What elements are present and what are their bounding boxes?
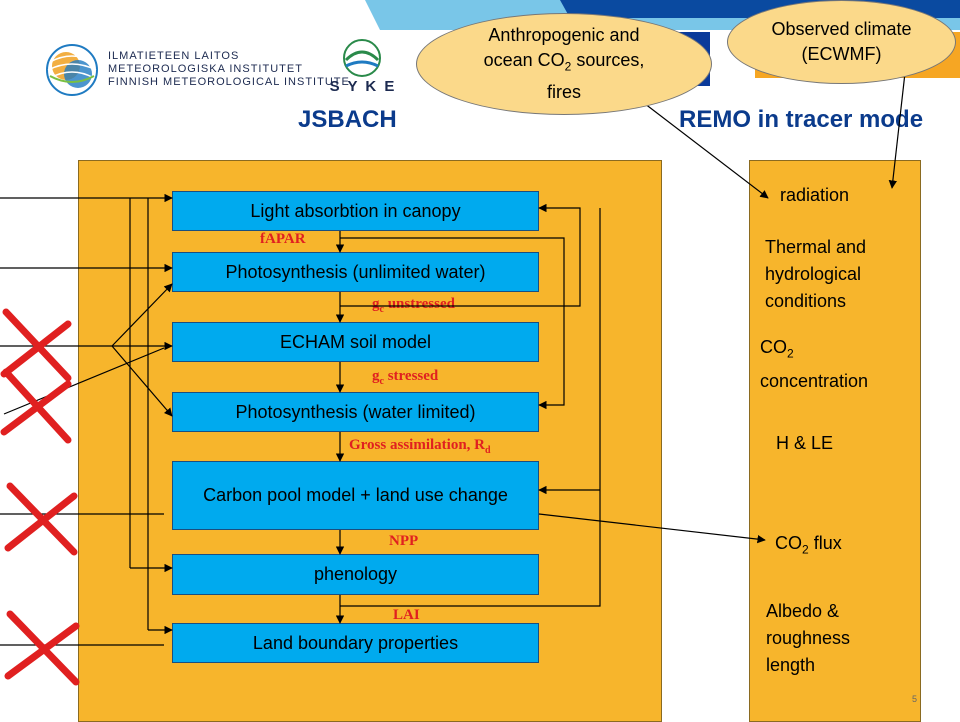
carbon-pool-box: Carbon pool model + land use change [172, 461, 539, 530]
fmi-logo-line-1: ILMATIETEEN LAITOS [108, 50, 240, 62]
fmi-logo-line-2: METEOROLOGISKA INSTITUTET [108, 63, 303, 75]
remo-albedo-roughness: Albedo & roughness length [766, 601, 851, 675]
page-number: 5 [912, 694, 918, 704]
light-absorption-box: Light absorbtion in canopy [172, 191, 539, 231]
fmi-globe-icon [46, 44, 98, 96]
remo-co2-flux: CO2 flux [775, 533, 842, 557]
co2-flux-arrow [538, 513, 766, 544]
anthropogenic-arrow [639, 99, 769, 199]
cross-icon [4, 610, 80, 686]
land-boundary-box: Land boundary properties [172, 623, 539, 663]
observed-climate-arrow [888, 63, 907, 189]
gc-unstressed-label: gc unstressed [372, 296, 455, 315]
gross-assimilation-label: Gross assimilation, Rd [349, 437, 491, 456]
remo-radiation: radiation [780, 185, 850, 205]
observed-climate-oval: Observed climate (ECWMF) [727, 0, 956, 84]
photosynthesis-limited-box: Photosynthesis (water limited) [172, 392, 539, 432]
syke-logo-text: S Y K E [329, 78, 397, 95]
remo-title: REMO in tracer mode [679, 106, 924, 133]
syke-logo: S Y K E [322, 38, 402, 98]
fmi-logo-line-3: FINNISH METEOROLOGICAL INSTITUTE [108, 76, 350, 88]
npp-label: NPP [389, 533, 419, 549]
gc-stressed-label: gc stressed [372, 368, 439, 387]
cross-icon [0, 308, 72, 382]
remo-co2-concentration: CO2 concentration [760, 337, 869, 391]
anthropogenic-sources-oval: Anthropogenic and ocean CO2 sources, fir… [416, 13, 712, 115]
syke-emblem-icon [343, 39, 381, 77]
remo-h-le: H & LE [776, 433, 834, 453]
cross-icon [4, 482, 78, 556]
remo-panel [749, 160, 921, 722]
cross-icon [0, 368, 72, 444]
phenology-box: phenology [172, 554, 539, 595]
disabled-input-crosses [0, 308, 80, 686]
echam-soil-model-box: ECHAM soil model [172, 322, 539, 362]
photosynthesis-unlimited-box: Photosynthesis (unlimited water) [172, 252, 539, 292]
jsbach-title: JSBACH [298, 106, 397, 133]
fmi-logo: ILMATIETEEN LAITOS METEOROLOGISKA INSTIT… [44, 42, 349, 98]
remo-thermal-hydrological: Thermal and hydrological conditions [765, 237, 867, 311]
fapar-label: fAPAR [260, 231, 306, 247]
lai-label: LAI [393, 607, 420, 623]
